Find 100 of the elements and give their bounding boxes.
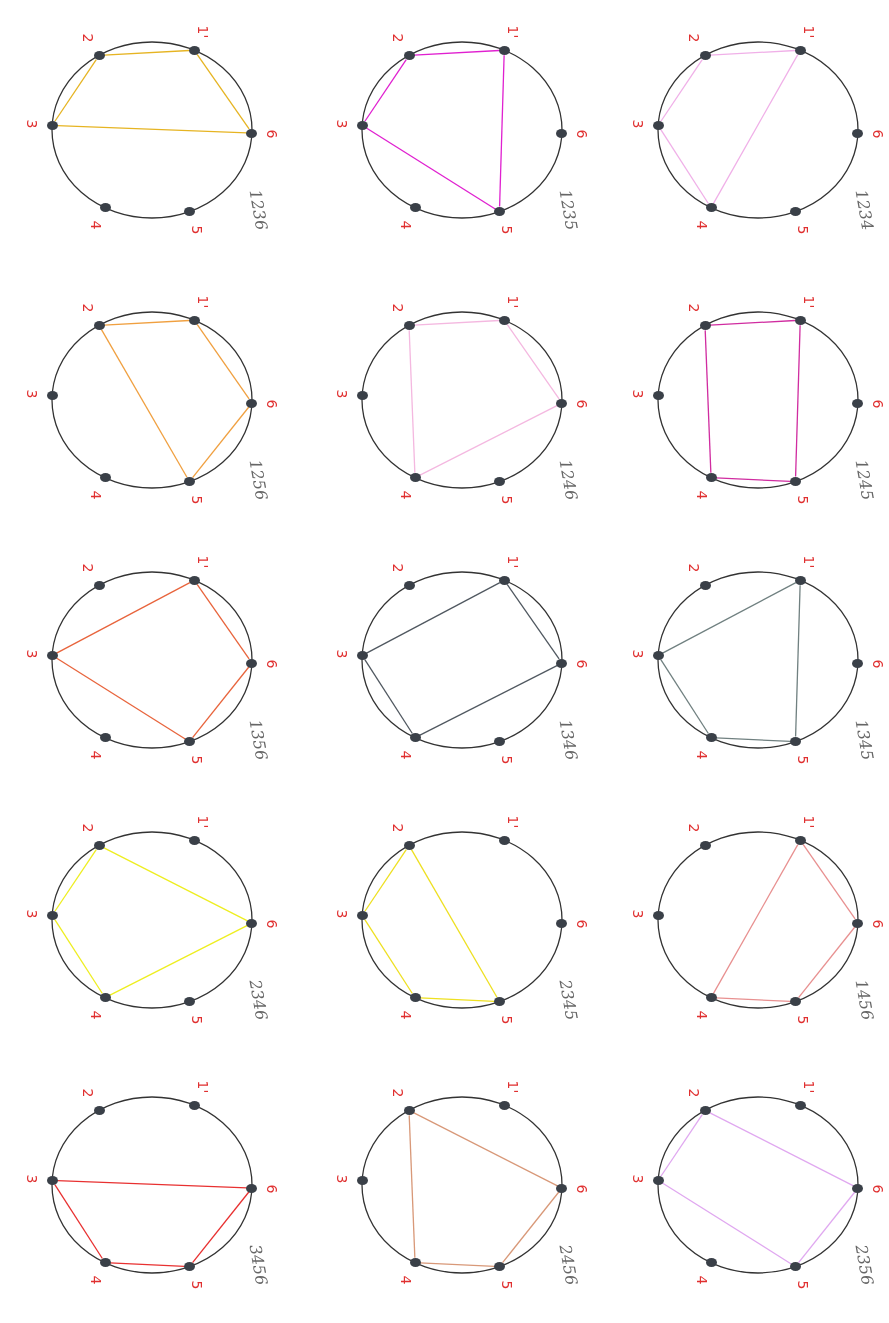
combination-label: 2356 xyxy=(852,1243,876,1287)
point-dot xyxy=(699,840,711,850)
point-label: 1' xyxy=(505,815,520,829)
chord-line xyxy=(191,406,250,479)
point-dot xyxy=(852,918,864,928)
chord-line xyxy=(709,49,796,56)
point-dot xyxy=(99,203,111,213)
point-label: 3 xyxy=(335,649,350,659)
point-dot xyxy=(93,1105,105,1115)
point-dot xyxy=(789,997,801,1007)
point-label: 3 xyxy=(335,909,350,919)
point-dot xyxy=(556,1183,568,1193)
point-label: 5 xyxy=(499,495,514,505)
point-label: 1' xyxy=(195,1080,210,1094)
point-label: 3 xyxy=(335,1174,350,1184)
point-dot xyxy=(183,1262,195,1272)
point-dot xyxy=(699,580,711,590)
point-dot xyxy=(498,835,510,845)
point-dot xyxy=(789,477,801,487)
combination-label: 1256 xyxy=(246,458,270,502)
point-label: 4 xyxy=(694,750,709,760)
chord-line xyxy=(660,128,709,205)
chord-line xyxy=(715,477,792,482)
chord-line xyxy=(55,657,186,740)
chord-line xyxy=(413,319,500,326)
point-dot xyxy=(99,733,111,743)
point-label: 6 xyxy=(870,1184,885,1194)
point-dot xyxy=(794,315,806,325)
chord-line xyxy=(55,581,191,654)
chord-line xyxy=(418,404,559,477)
point-label: 4 xyxy=(88,1010,103,1020)
point-label: 6 xyxy=(574,129,589,139)
point-dot xyxy=(556,918,568,928)
chord-line xyxy=(704,329,712,474)
point-label: 6 xyxy=(574,919,589,929)
point-dot xyxy=(493,477,505,487)
chord-line xyxy=(660,658,709,735)
point-label: 5 xyxy=(189,1280,204,1290)
chord-line xyxy=(418,664,559,737)
chord-line xyxy=(54,848,97,912)
chord-line xyxy=(709,319,796,326)
point-label: 6 xyxy=(870,919,885,929)
chord-line xyxy=(191,1191,250,1264)
point-label: 5 xyxy=(189,755,204,765)
combination-label: 1346 xyxy=(556,718,580,762)
point-dot xyxy=(246,658,258,668)
point-dot xyxy=(93,840,105,850)
point-dot xyxy=(705,993,717,1003)
point-dot xyxy=(99,1258,111,1268)
point-label: 6 xyxy=(264,919,279,929)
point-label: 1' xyxy=(801,295,816,309)
point-label: 3 xyxy=(631,649,646,659)
point-dot xyxy=(498,1100,510,1110)
point-dot xyxy=(356,120,368,130)
point-dot xyxy=(789,1262,801,1272)
point-dot xyxy=(403,1105,415,1115)
point-label: 5 xyxy=(189,495,204,505)
point-label: 5 xyxy=(499,1280,514,1290)
chord-line xyxy=(715,997,792,1002)
point-label: 6 xyxy=(574,399,589,409)
point-label: 2 xyxy=(391,823,406,833)
point-dot xyxy=(409,473,421,483)
point-label: 2 xyxy=(81,33,96,43)
point-label: 4 xyxy=(398,220,413,230)
chord-line xyxy=(102,847,249,922)
chord-line xyxy=(661,581,797,654)
point-label: 2 xyxy=(81,1088,96,1098)
point-dot xyxy=(705,203,717,213)
point-label: 3 xyxy=(631,389,646,399)
combination-label: 1356 xyxy=(246,718,270,762)
point-label: 2 xyxy=(391,303,406,313)
point-label: 1' xyxy=(801,25,816,39)
point-label: 6 xyxy=(574,659,589,669)
combination-label: 1456 xyxy=(852,978,876,1022)
chord-line xyxy=(506,323,560,400)
combination-label: 1246 xyxy=(556,458,580,502)
point-dot xyxy=(652,120,664,130)
point-label: 4 xyxy=(694,1275,709,1285)
point-dot xyxy=(46,120,58,130)
chord-line xyxy=(802,843,856,920)
chord-line xyxy=(501,1191,560,1264)
point-label: 1' xyxy=(195,25,210,39)
point-label: 2 xyxy=(687,303,702,313)
combination-label: 3456 xyxy=(246,1243,270,1287)
point-dot xyxy=(46,910,58,920)
point-label: 4 xyxy=(694,220,709,230)
point-label: 3 xyxy=(25,649,40,659)
point-dot xyxy=(794,575,806,585)
point-label: 1' xyxy=(505,555,520,569)
point-dot xyxy=(188,45,200,55)
point-label: 5 xyxy=(795,225,810,235)
point-label: 4 xyxy=(88,1275,103,1285)
point-label: 3 xyxy=(25,909,40,919)
point-dot xyxy=(493,1262,505,1272)
point-label: 5 xyxy=(795,755,810,765)
point-dot xyxy=(46,1175,58,1185)
chord-line xyxy=(419,1262,496,1267)
combination-label: 2456 xyxy=(556,1243,580,1287)
chord-line xyxy=(108,924,249,997)
point-label: 2 xyxy=(81,563,96,573)
